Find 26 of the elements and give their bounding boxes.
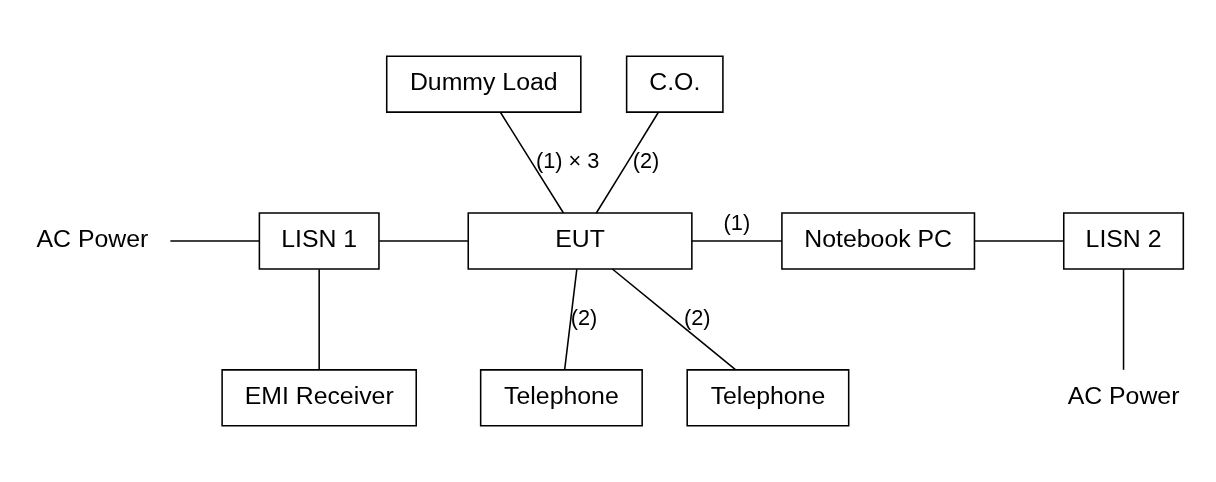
connector <box>378 240 469 242</box>
node-box: EMI Receiver <box>221 369 417 427</box>
node-text: AC Power <box>36 224 149 252</box>
node-text: AC Power <box>1067 381 1180 409</box>
node-box: LISN 1 <box>258 212 380 270</box>
connector <box>611 268 737 371</box>
node-box: Notebook PC <box>781 212 976 270</box>
node-box: Telephone <box>686 369 850 427</box>
node-box: Telephone <box>479 369 643 427</box>
edge-label: (2) <box>570 305 598 331</box>
node-box: EUT <box>467 212 693 270</box>
edge-label: (1) × 3 <box>535 148 600 174</box>
node-box: C.O. <box>625 55 724 113</box>
connector <box>973 240 1065 242</box>
node-box: Dummy Load <box>385 55 582 113</box>
connector <box>499 111 565 214</box>
connector <box>691 240 783 242</box>
connector <box>595 111 660 214</box>
connector <box>318 268 320 371</box>
node-box: LISN 2 <box>1063 212 1185 270</box>
edge-label: (1) <box>723 210 751 236</box>
connector <box>563 268 578 371</box>
edge-label: (2) <box>632 148 660 174</box>
connector <box>1122 268 1125 371</box>
connector <box>169 240 261 242</box>
edge-label: (2) <box>684 305 711 331</box>
